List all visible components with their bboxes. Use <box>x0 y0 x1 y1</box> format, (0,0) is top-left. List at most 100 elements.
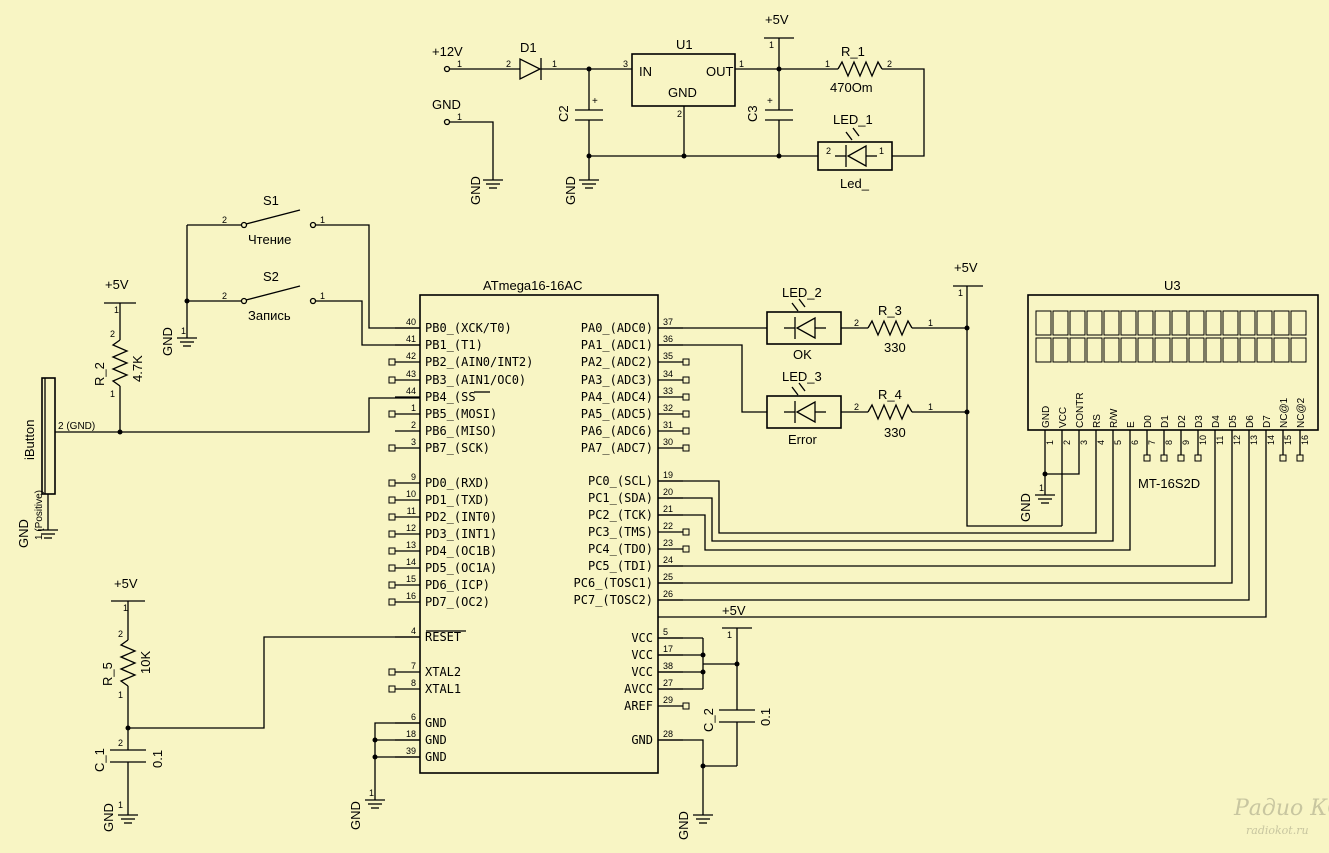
regulator-u1: U1 IN OUT GND 2 1 <box>631 37 744 119</box>
svg-text:AREF: AREF <box>624 699 653 713</box>
svg-text:R_2: R_2 <box>92 362 107 386</box>
lcd-pin: 9 D2 <box>1177 415 1191 462</box>
mcu-right-pins: 37PA0_(ADC0)36PA1_(ADC1)35PA2_(ADC2)34PA… <box>574 317 690 747</box>
svg-text:PA7_(ADC7): PA7_(ADC7) <box>581 441 653 455</box>
watermark: Радио КОТ radiokot.ru <box>1233 796 1329 837</box>
resistor-r4: R_4 330 <box>867 387 913 440</box>
svg-text:GND: GND <box>425 716 447 730</box>
lcd-pin: 5R/W <box>1109 408 1123 445</box>
lcd-cell <box>1137 310 1154 336</box>
svg-text:PB7_(SCK): PB7_(SCK) <box>425 441 490 455</box>
p12v-label: +12V <box>432 44 463 59</box>
svg-text:32: 32 <box>663 403 673 413</box>
svg-text:OK: OK <box>793 347 812 362</box>
svg-text:PC1_(SDA): PC1_(SDA) <box>588 491 653 505</box>
svg-text:XTAL2: XTAL2 <box>425 665 461 679</box>
lcd-cell <box>1120 310 1137 336</box>
svg-text:1: 1 <box>552 59 557 69</box>
svg-text:1: 1 <box>110 389 115 399</box>
svg-text:5: 5 <box>663 627 668 637</box>
lcd-cell <box>1154 337 1171 363</box>
svg-text:GND: GND <box>432 97 461 112</box>
svg-text:19: 19 <box>663 470 673 480</box>
svg-text:2: 2 <box>110 329 115 339</box>
svg-text:+5V: +5V <box>765 12 789 27</box>
svg-text:43: 43 <box>406 369 416 379</box>
svg-text:11: 11 <box>1215 436 1225 445</box>
lcd-cell <box>1103 310 1120 336</box>
lcd-cell <box>1052 310 1069 336</box>
svg-text:35: 35 <box>663 351 673 361</box>
svg-text:28: 28 <box>663 729 673 739</box>
svg-text:D4: D4 <box>1211 415 1222 428</box>
lcd-cell <box>1069 310 1086 336</box>
svg-text:+5V: +5V <box>722 603 746 618</box>
svg-text:1: 1 <box>118 800 123 810</box>
lcd-cell <box>1239 337 1256 363</box>
svg-text:XTAL1: XTAL1 <box>425 682 461 696</box>
p12v-terminal <box>443 65 451 73</box>
resistor-r5: R_5 10K 2 1 <box>100 601 153 750</box>
lcd-cell <box>1052 337 1069 363</box>
svg-text:LED_2: LED_2 <box>782 285 822 300</box>
svg-text:PB4_(SS: PB4_(SS <box>425 390 476 404</box>
lcd-cell <box>1256 337 1273 363</box>
svg-text:27: 27 <box>663 678 673 688</box>
svg-text:2: 2 <box>506 59 511 69</box>
lcd-cell <box>1239 310 1256 336</box>
svg-text:1: 1 <box>320 215 325 225</box>
reset-section: +5V 1 R_5 10K 2 1 C_1 0.1 2 1 GND <box>92 576 420 832</box>
svg-text:GND: GND <box>668 85 697 100</box>
svg-text:PB2_(AIN0/INT2): PB2_(AIN0/INT2) <box>425 355 533 369</box>
svg-text:PC0_(SCL): PC0_(SCL) <box>588 474 653 488</box>
svg-text:NC@2: NC@2 <box>1296 397 1307 428</box>
svg-text:D7: D7 <box>1262 415 1273 428</box>
svg-text:15: 15 <box>406 574 416 584</box>
svg-text:C3: C3 <box>745 105 760 122</box>
svg-text:PB5_(MOSI): PB5_(MOSI) <box>425 407 497 421</box>
led-led2-ok: LED_2 OK <box>766 285 842 362</box>
svg-text:VCC: VCC <box>1058 407 1069 428</box>
switch-s1: S1 Чтение 2 1 <box>222 193 325 247</box>
svg-text:33: 33 <box>663 386 673 396</box>
lcd-cell <box>1137 337 1154 363</box>
svg-text:0.1: 0.1 <box>150 750 165 768</box>
svg-text:1: 1 <box>928 318 933 328</box>
svg-text:2: 2 <box>118 738 123 748</box>
svg-text:10: 10 <box>1198 435 1208 445</box>
svg-text:PD2_(INT0): PD2_(INT0) <box>425 510 497 524</box>
svg-text:PD7_(OC2): PD7_(OC2) <box>425 595 490 609</box>
ibutton-section: +5V 1 R_2 4.7K 2 1 iButton 2 (GND) 1 (Po… <box>16 277 420 548</box>
svg-text:1: 1 <box>879 146 884 156</box>
svg-text:3: 3 <box>411 437 416 447</box>
svg-text:PD5_(OC1A): PD5_(OC1A) <box>425 561 497 575</box>
svg-text:D2: D2 <box>1177 415 1188 428</box>
svg-text:1: 1 <box>457 112 462 122</box>
svg-text:GND: GND <box>563 176 578 205</box>
svg-text:44: 44 <box>406 386 416 396</box>
svg-text:11: 11 <box>407 506 416 516</box>
svg-text:6: 6 <box>1130 440 1140 445</box>
svg-text:D5: D5 <box>1228 415 1239 428</box>
svg-text:PD4_(OC1B): PD4_(OC1B) <box>425 544 497 558</box>
svg-text:9: 9 <box>1181 440 1191 445</box>
svg-text:36: 36 <box>663 334 673 344</box>
mcu-left-pin: 11 PD2_(INT0) <box>388 506 497 524</box>
svg-text:GND: GND <box>676 811 691 840</box>
lcd-cell <box>1222 337 1239 363</box>
svg-text:12: 12 <box>1232 435 1242 445</box>
